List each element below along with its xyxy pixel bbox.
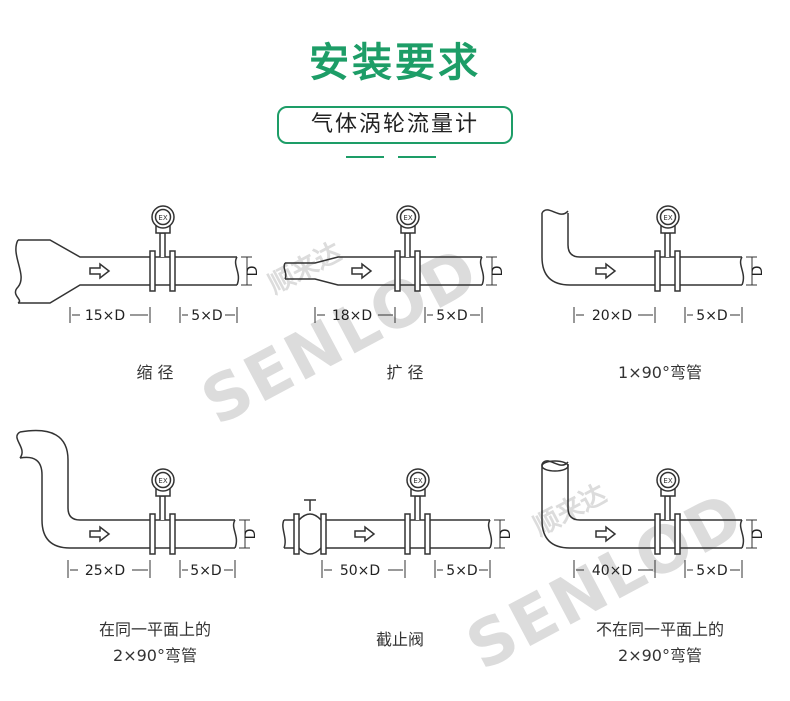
diameter-label: D [243,529,259,540]
upstream-length: 20×D [592,308,632,324]
downstream-length: 5×D [436,308,467,324]
caption-single-elbow: 1×90°弯管 [618,363,702,382]
meter-label: EX [663,214,672,222]
caption-line2: 2×90°弯管 [618,646,702,665]
meter-label: EX [413,477,422,485]
diameter-label: D [498,529,514,540]
downstream-length: 5×D [696,308,727,324]
diagram-expander: EX 18×D 5×D D [283,205,506,324]
diagram-double-elbow-diff-plane: EX 40×D 5×D D [541,460,766,579]
upstream-length: 50×D [340,563,380,579]
downstream-length: 5×D [696,563,727,579]
diameter-label: D [750,266,766,277]
caption-double-elbow-diff-plane: 不在同一平面上的 2×90°弯管 [570,617,750,669]
subtitle-badge: 气体涡轮流量计 [277,106,513,144]
downstream-length: 5×D [191,308,222,324]
upstream-length: 18×D [332,308,372,324]
meter-label: EX [158,214,167,222]
diameter-label: D [245,266,261,277]
diagram-double-elbow-same-plane: EX 25×D 5×D D [16,429,259,579]
meter-label: EX [158,477,167,485]
downstream-length: 5×D [190,563,221,579]
caption-expander: 扩 径 [386,363,424,382]
diameter-label: D [490,266,506,277]
caption-reducer: 缩 径 [136,363,174,382]
diagram-single-elbow: EX 20×D 5×D D [541,205,766,324]
diagram-reducer: EX 15×D 5×D D [14,205,261,324]
caption-stop-valve: 截止阀 [375,630,424,649]
upstream-length: 15×D [85,308,125,324]
caption-line1: 不在同一平面上的 [595,620,724,639]
upstream-length: 40×D [592,563,632,579]
caption-line1: 在同一平面上的 [98,620,211,639]
caption-line2: 2×90°弯管 [113,646,197,665]
diameter-label: D [750,529,766,540]
underline-left [346,156,384,158]
downstream-length: 5×D [446,563,477,579]
diagram-stop-valve: EX 50×D 5×D D [282,468,514,579]
underline-right [398,156,436,158]
meter-label: EX [403,214,412,222]
meter-label: EX [663,477,672,485]
caption-double-elbow-same-plane: 在同一平面上的 2×90°弯管 [70,617,240,669]
upstream-length: 25×D [85,563,125,579]
page-title: 安装要求 [309,40,481,86]
